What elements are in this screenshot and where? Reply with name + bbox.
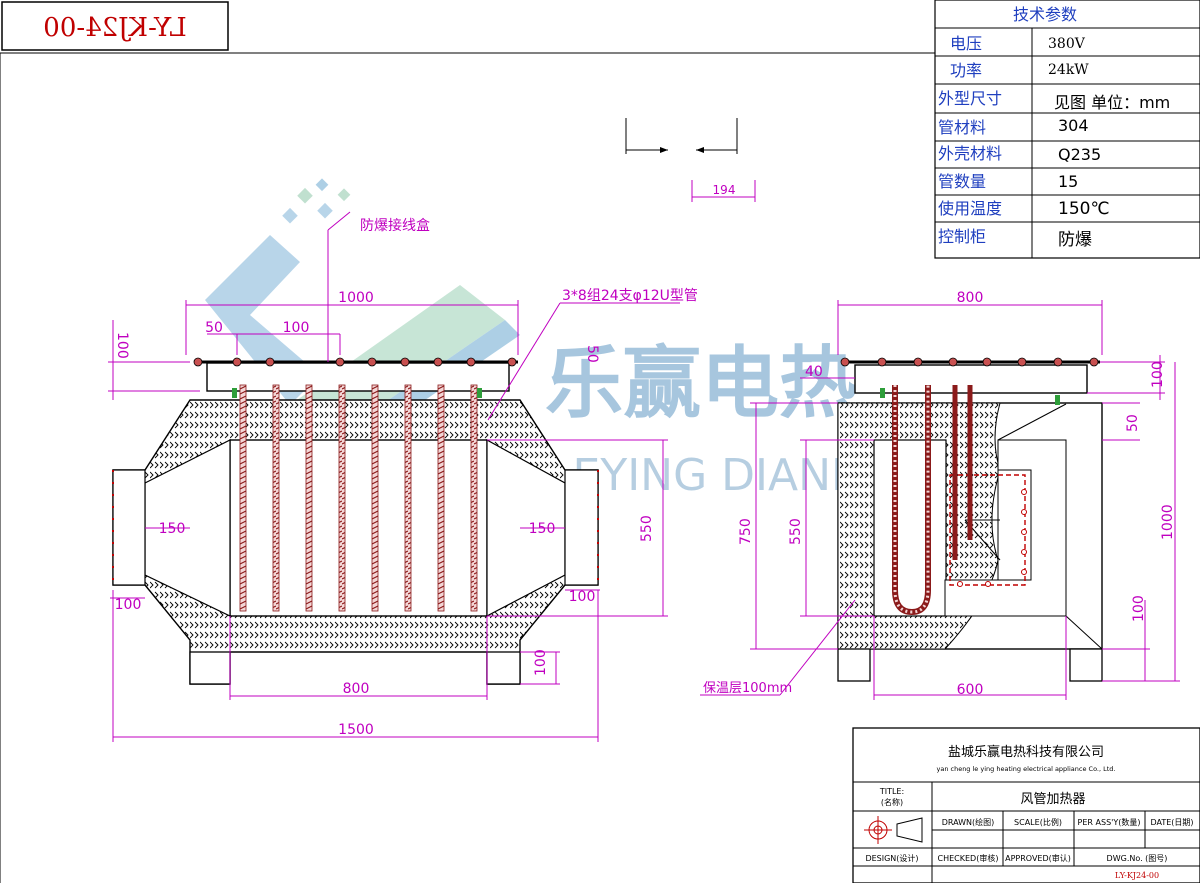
dim-front-50: 50 bbox=[205, 320, 223, 336]
param-value-temperature: 150℃ bbox=[1058, 199, 1110, 219]
drawing-number-box: LY-KJ24-00 bbox=[1, 1, 229, 51]
dim-front-100-bottom-left: 100 bbox=[115, 597, 142, 613]
dwg-no-label: DWG.No. (图号) bbox=[1107, 854, 1168, 863]
projection-symbol-icon bbox=[864, 816, 923, 844]
dim-side-100-bottom: 100 bbox=[1131, 595, 1147, 622]
checked-label: CHECKED(审核) bbox=[938, 853, 999, 863]
params-title: 技术参数 bbox=[1013, 5, 1077, 24]
param-value-voltage: 380V bbox=[1048, 36, 1086, 52]
param-value-shell-material: Q235 bbox=[1058, 145, 1101, 164]
dim-side-100-top: 100 bbox=[1150, 361, 1166, 388]
param-value-control: 防爆 bbox=[1058, 230, 1092, 250]
side-heating-tubes bbox=[880, 385, 1060, 616]
param-value-power: 24kW bbox=[1048, 62, 1089, 78]
dim-side-800: 800 bbox=[957, 290, 984, 306]
label-tubes: 3*8组24支φ12U型管 bbox=[562, 288, 698, 304]
watermark-en: LEYING DIANRE bbox=[548, 450, 889, 501]
dim-front-150-left: 150 bbox=[159, 521, 186, 537]
param-value-tube-material: 304 bbox=[1058, 116, 1089, 135]
dim-side-600: 600 bbox=[957, 682, 984, 698]
company-name: 盐城乐赢电热科技有限公司 bbox=[948, 744, 1104, 760]
dim-front-550: 550 bbox=[639, 515, 655, 542]
param-label-power: 功率 bbox=[950, 61, 982, 80]
front-view: 1000 50 100 100 50 150 150 550 100 100 1… bbox=[108, 211, 698, 742]
scale-label: SCALE(比例) bbox=[1014, 817, 1062, 827]
param-value-tube-count: 15 bbox=[1058, 172, 1078, 191]
dim-front-100-foot: 100 bbox=[533, 649, 549, 676]
dim-front-1500: 1500 bbox=[338, 722, 374, 738]
label-insulation: 保温层100mm bbox=[703, 681, 792, 696]
watermark-cn: 乐赢电热 bbox=[545, 339, 857, 429]
param-label-shell-material: 外壳材料 bbox=[938, 144, 1002, 163]
dim-front-100-bottom-right: 100 bbox=[569, 589, 596, 605]
param-label-control: 控制柜 bbox=[938, 227, 986, 246]
dim-front-100-spacing: 100 bbox=[283, 320, 310, 336]
title-block: 盐城乐赢电热科技有限公司 yan cheng le ying heating e… bbox=[852, 727, 1200, 883]
dim-side-40: 40 bbox=[805, 364, 823, 380]
dwg-no-value: LY-KJ24-00 bbox=[1115, 871, 1159, 880]
drawing-number-mirrored: LY-KJ24-00 bbox=[43, 13, 187, 43]
title-label-en: TITLE: bbox=[879, 787, 904, 796]
dim-side-1000: 1000 bbox=[1160, 504, 1176, 540]
dim-side-550: 550 bbox=[788, 518, 804, 545]
dim-194: 194 bbox=[713, 183, 736, 197]
title-label-cn: (名称) bbox=[881, 797, 903, 807]
approved-label: APPROVED(审认) bbox=[1005, 853, 1071, 863]
detail-194: 194 bbox=[625, 118, 756, 202]
company-name-en: yan cheng le ying heating electrical app… bbox=[936, 765, 1115, 773]
dim-front-800: 800 bbox=[343, 681, 370, 697]
side-view: 800 40 100 50 750 550 1000 100 600 保温层10… bbox=[700, 290, 1180, 700]
param-label-voltage: 电压 bbox=[950, 34, 982, 53]
param-value-size: 见图 单位：mm bbox=[1054, 93, 1170, 112]
label-junction-box: 防爆接线盒 bbox=[360, 217, 430, 234]
param-label-size: 外型尺寸 bbox=[938, 89, 1002, 108]
per-assy-label: PER ASS'Y(数量) bbox=[1078, 817, 1141, 827]
parameter-table: 技术参数 电压 380V 功率 24kW 外型尺寸 见图 单位：mm 管材料 3… bbox=[934, 0, 1200, 259]
dim-front-50-v: 50 bbox=[584, 345, 600, 363]
dim-side-50: 50 bbox=[1125, 414, 1141, 432]
side-bolts bbox=[840, 357, 1099, 367]
param-label-temperature: 使用温度 bbox=[938, 199, 1002, 218]
param-label-tube-count: 管数量 bbox=[938, 172, 986, 191]
drawn-label: DRAWN(绘图) bbox=[942, 817, 995, 827]
design-label: DESIGN(设计) bbox=[865, 853, 918, 863]
dim-front-100-box: 100 bbox=[114, 332, 130, 359]
drawing-title: 风管加热器 bbox=[1020, 792, 1085, 807]
param-label-tube-material: 管材料 bbox=[938, 118, 986, 137]
dim-front-width-1000: 1000 bbox=[338, 290, 374, 306]
dim-side-750: 750 bbox=[738, 518, 754, 545]
dim-front-150-right: 150 bbox=[529, 521, 556, 537]
date-label: DATE(日期) bbox=[1150, 818, 1193, 827]
front-heating-tubes bbox=[232, 384, 482, 612]
front-bolts bbox=[193, 357, 517, 367]
